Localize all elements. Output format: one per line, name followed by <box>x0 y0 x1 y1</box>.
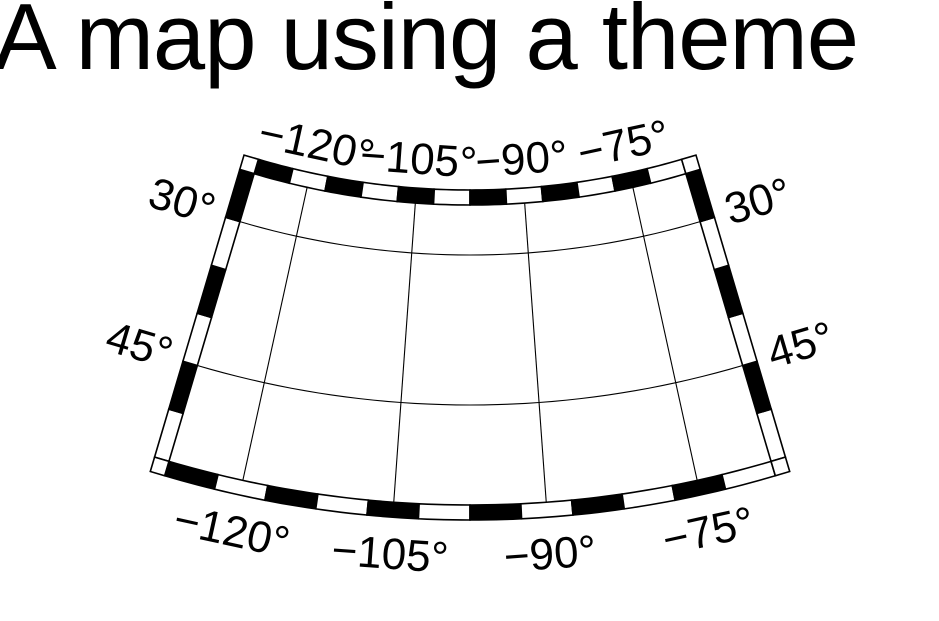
latitude-label-right: 45° <box>762 312 840 378</box>
frame-segment-left <box>167 360 199 415</box>
frame-segment-top <box>504 185 544 205</box>
frame-segment-top <box>540 181 580 203</box>
frame-segment-left <box>210 216 241 271</box>
frame-segment-right <box>684 168 716 223</box>
frame-segment-bottom <box>720 460 777 491</box>
frame-segment-right <box>755 408 787 463</box>
frame-segment-bottom <box>163 460 220 491</box>
frame-segment-bottom <box>469 502 523 521</box>
parallel-line <box>197 364 743 406</box>
frame-segment-bottom <box>520 499 574 520</box>
map-labels: −120°−120°−105°−105°−90°−90°−75°−75°45°4… <box>101 108 840 583</box>
longitude-label-bottom: −75° <box>658 497 759 565</box>
frame-segment-top <box>324 175 365 199</box>
frame-segment-bottom <box>570 493 626 516</box>
frame-segment-right <box>741 360 773 415</box>
graticule <box>197 187 743 503</box>
longitude-label-top: −90° <box>474 132 570 188</box>
longitude-label-bottom: −105° <box>330 526 450 583</box>
frame-segment-bottom <box>263 484 319 510</box>
latitude-label-right: 30° <box>719 169 797 235</box>
frame-segment-bottom <box>314 493 370 516</box>
frame-segment-right <box>713 264 744 319</box>
frame-segment-bottom <box>671 473 727 502</box>
frame-corner <box>770 456 791 477</box>
frame-segment-top <box>611 167 652 192</box>
frame-segment-right <box>727 312 759 367</box>
map-title: A map using a theme <box>0 0 859 89</box>
frame-corner <box>680 154 702 175</box>
parallel-line <box>239 221 701 256</box>
frame-segment-left <box>196 264 227 319</box>
frame-segment-top <box>432 188 471 206</box>
frame-corner <box>149 456 170 477</box>
latitude-label-left: 30° <box>143 169 221 235</box>
frame-segment-bottom <box>417 502 471 521</box>
meridian-line <box>524 202 547 503</box>
frame-segment-left <box>181 312 213 367</box>
frame-segment-right <box>699 216 730 271</box>
longitude-label-bottom: −90° <box>502 526 598 582</box>
map-frame <box>149 154 791 521</box>
longitude-label-top: −105° <box>359 131 479 188</box>
latitude-label-left: 45° <box>101 312 179 378</box>
frame-segment-left <box>153 408 185 463</box>
frame-segment-top <box>360 181 400 203</box>
frame-segment-top <box>575 175 616 199</box>
frame-segment-top <box>396 185 436 205</box>
frame-segment-top <box>288 167 329 192</box>
frame-segment-left <box>224 168 256 223</box>
frame-segment-bottom <box>366 499 420 520</box>
frame-segment-bottom <box>213 473 269 502</box>
meridian-line <box>393 202 416 503</box>
longitude-label-bottom: −120° <box>169 495 293 568</box>
frame-segment-bottom <box>621 484 677 510</box>
frame-segment-top <box>469 188 508 206</box>
frame-corner <box>238 154 260 175</box>
